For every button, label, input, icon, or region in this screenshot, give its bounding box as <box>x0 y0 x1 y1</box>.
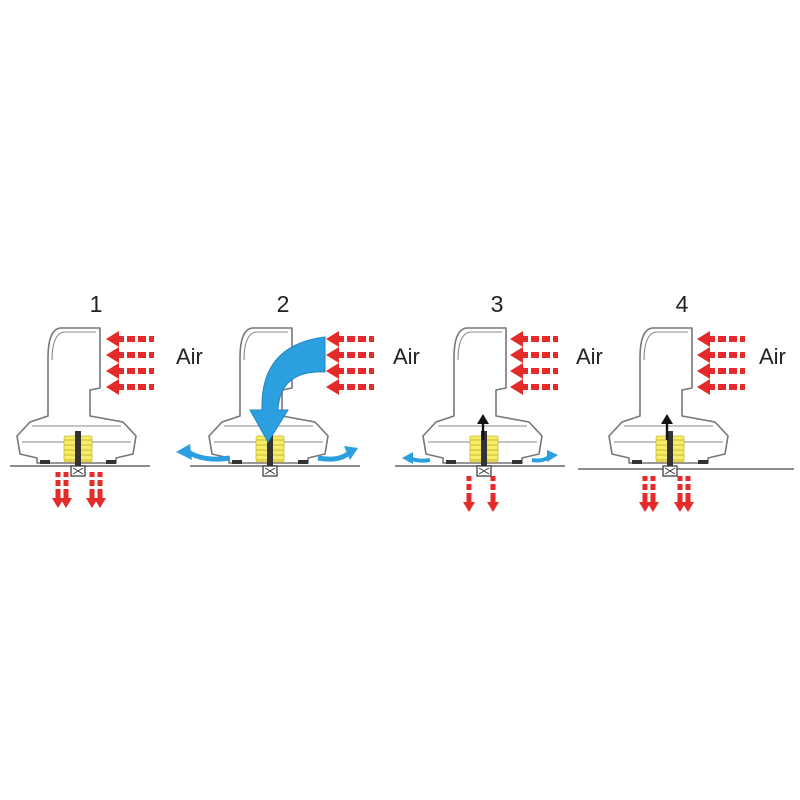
panel-4-number: 4 <box>676 291 689 317</box>
panel-3 <box>395 327 565 512</box>
panel-2-blue-side-arrows <box>176 444 358 462</box>
panel-1 <box>10 327 154 508</box>
panel-1-number: 1 <box>90 291 103 317</box>
panel-2-blue-curved-arrow-icon <box>249 336 326 443</box>
panel-2-number: 2 <box>277 291 290 317</box>
panel-1-air-inflow-arrows <box>106 331 154 395</box>
panel-3-air-inflow-arrows <box>510 331 558 395</box>
panel-4-air-inflow-arrows <box>697 331 745 395</box>
panel-3-valve-housing <box>422 327 543 477</box>
panel-2-air-inflow-arrows <box>326 331 374 395</box>
panel-3-air-label: Air <box>576 344 603 369</box>
panel-3-exhaust-arrows <box>463 476 499 512</box>
panel-4-air-label: Air <box>759 344 786 369</box>
panel-2 <box>176 327 374 477</box>
panel-1-air-label: Air <box>176 344 203 369</box>
panel-1-exhaust-arrows <box>52 472 106 508</box>
panel-3-number: 3 <box>491 291 504 317</box>
panel-3-blue-side-arrows <box>402 450 558 464</box>
panel-4 <box>578 327 794 512</box>
panel-2-air-label: Air <box>393 344 420 369</box>
panel-4-exhaust-arrows <box>639 476 694 512</box>
panel-4-valve-housing <box>608 327 729 477</box>
